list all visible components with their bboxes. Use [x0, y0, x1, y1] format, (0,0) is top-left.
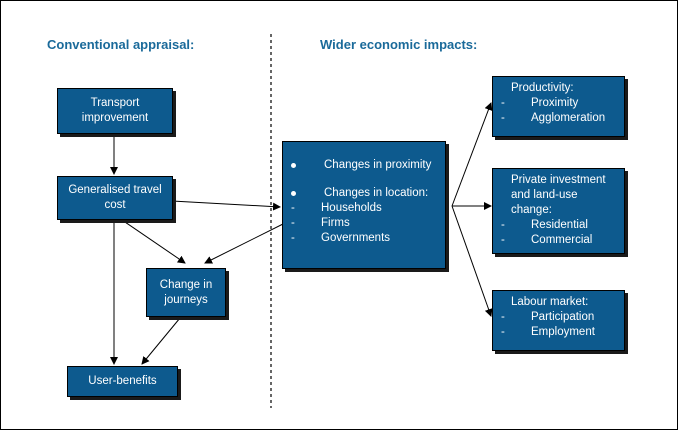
arrow-gtc-to-journeys [121, 219, 186, 264]
dash-marker: - [501, 112, 505, 124]
dash-marker: - [291, 217, 295, 229]
changes-item-text: Households [321, 202, 382, 214]
changes-item-text: Firms [321, 217, 350, 229]
changes-bullet-location: Changes in location: [283, 186, 445, 201]
changes-bullet1-text: Changes in proximity [324, 159, 432, 171]
labour-title: Labour market: [511, 296, 589, 308]
changes-item-households: - Households [283, 201, 445, 216]
dash-marker: - [501, 234, 505, 246]
investment-item-text: Residential [531, 219, 588, 231]
dash-marker: - [501, 311, 505, 323]
arrow-to-productivity [451, 102, 493, 207]
box-changes: Changes in proximity Changes in location… [282, 141, 446, 269]
dash-marker: - [501, 97, 505, 109]
investment-item-residential: - Residential [501, 218, 624, 233]
changes-bullet-proximity: Changes in proximity [283, 158, 445, 173]
journeys-line1: Change in [159, 278, 213, 291]
arrow-gtc-to-changes [171, 200, 281, 211]
heading-conventional-appraisal: Conventional appraisal: [47, 37, 195, 52]
journeys-line2: journeys [164, 293, 208, 306]
box-change-in-journeys: Change in journeys [146, 268, 226, 317]
investment-item-text: Commercial [531, 234, 593, 246]
dash-marker: - [291, 202, 295, 214]
dash-marker: - [291, 232, 295, 244]
box-user-benefits: User-benefits [67, 366, 178, 397]
changes-item-text: Governments [321, 232, 391, 244]
userbenefits-line1: User-benefits [88, 375, 157, 387]
productivity-item-proximity: - Proximity [501, 96, 624, 111]
labour-item-participation: - Participation [501, 310, 624, 325]
productivity-title: Productivity: [511, 82, 574, 94]
box-labour-market: Labour market: - Participation - Employm… [492, 290, 625, 351]
productivity-item-text: Agglomeration [531, 112, 606, 124]
box-private-investment: Private investment and land-use change: … [492, 168, 625, 254]
investment-item-commercial: - Commercial [501, 233, 624, 248]
bullet-icon [291, 163, 296, 168]
changes-item-governments: - Governments [283, 231, 445, 246]
changes-bullet2-text: Changes in location: [324, 187, 429, 199]
arrow-changes-to-journeys [204, 223, 284, 264]
transport-line2: improvement [81, 112, 149, 124]
productivity-item-agglomeration: - Agglomeration [501, 111, 624, 126]
transport-line1: Transport [90, 97, 140, 109]
dash-marker: - [501, 326, 505, 338]
box-transport-improvement: Transport improvement [57, 88, 173, 134]
investment-line2: and land-use [511, 189, 578, 201]
box-productivity: Productivity: - Proximity - Agglomeratio… [492, 76, 625, 137]
arrow-journeys-to-userbenefits [141, 317, 181, 365]
changes-item-firms: - Firms [283, 216, 445, 231]
gtc-line2: cost [104, 199, 126, 211]
arrow-to-labour [451, 205, 493, 317]
heading-wider-economic-impacts: Wider economic impacts: [320, 37, 478, 52]
labour-item-text: Participation [531, 311, 595, 323]
bullet-icon [291, 191, 296, 196]
box-generalised-travel-cost: Generalised travel cost [57, 176, 173, 220]
dash-marker: - [501, 219, 505, 231]
gtc-line1: Generalised travel [68, 184, 162, 196]
investment-line3: change: [511, 204, 552, 216]
labour-item-text: Employment [531, 326, 595, 338]
productivity-item-text: Proximity [531, 97, 579, 109]
labour-item-employment: - Employment [501, 325, 624, 340]
investment-line1: Private investment [511, 174, 606, 186]
